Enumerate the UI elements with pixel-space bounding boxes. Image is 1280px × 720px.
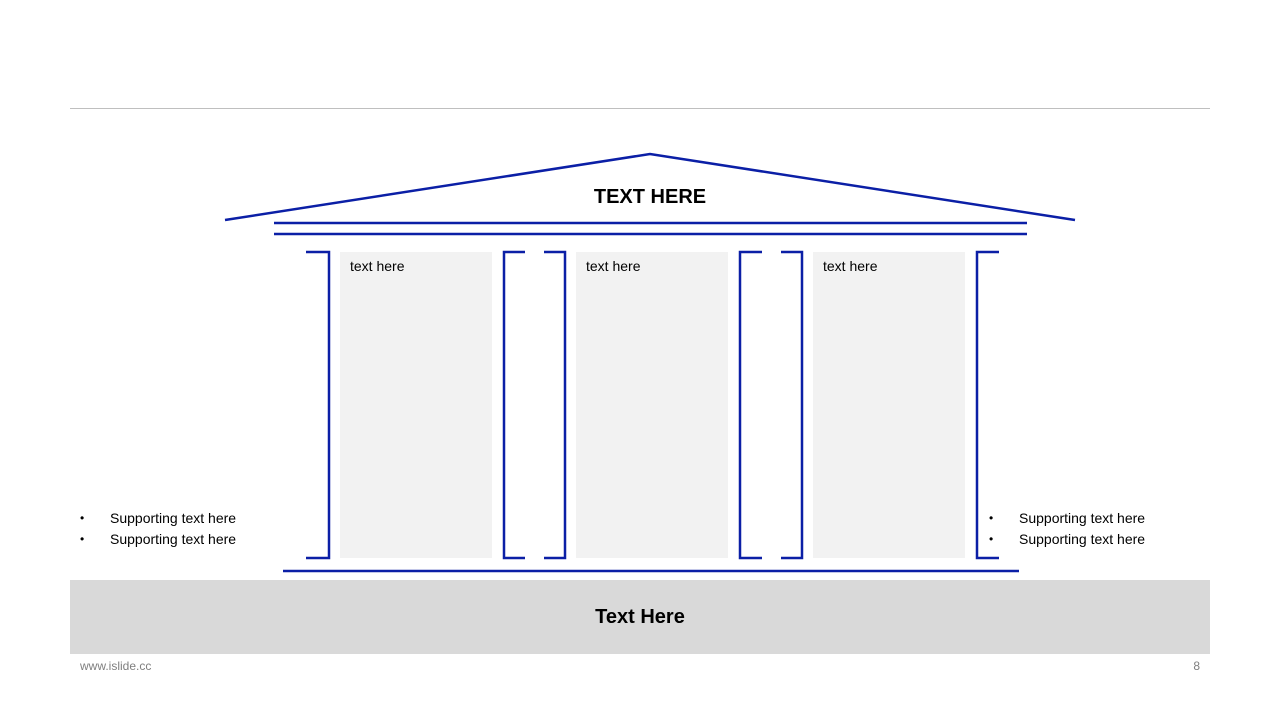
pillar-panel-3: text here xyxy=(813,252,965,558)
pillar-bracket xyxy=(306,250,331,560)
roof-title: TEXT HERE xyxy=(593,186,707,208)
pillar-bracket xyxy=(781,250,804,560)
pillar-label: text here xyxy=(823,258,878,274)
pillar-panel-2: text here xyxy=(576,252,728,558)
bullet-item: Supporting text here xyxy=(80,529,236,550)
page-number: 8 xyxy=(1193,659,1200,673)
roof-outline xyxy=(224,152,1076,222)
pillar-bracket xyxy=(502,250,525,560)
foundation-label: Text Here xyxy=(595,606,685,628)
pillar-label: text here xyxy=(350,258,405,274)
bullet-item: Supporting text here xyxy=(989,529,1145,550)
bullet-item: Supporting text here xyxy=(989,508,1145,529)
left-bullet-list: Supporting text here Supporting text her… xyxy=(80,508,236,550)
pillar-bracket xyxy=(738,250,762,560)
right-bullet-list: Supporting text here Supporting text her… xyxy=(989,508,1145,550)
pillar-label: text here xyxy=(586,258,641,274)
header-divider xyxy=(70,108,1210,109)
pillar-bracket xyxy=(544,250,567,560)
foundation-band: Text Here xyxy=(70,580,1210,654)
pillar-bracket xyxy=(975,250,999,560)
bullet-item: Supporting text here xyxy=(80,508,236,529)
pillar-panel-1: text here xyxy=(340,252,492,558)
footer-website: www.islide.cc xyxy=(80,659,152,673)
